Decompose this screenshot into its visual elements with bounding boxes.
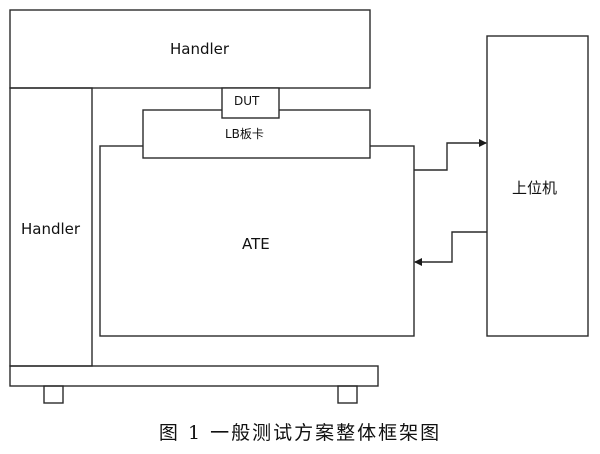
handler-top-label: Handler xyxy=(170,40,230,58)
right-foot xyxy=(337,385,358,404)
arrow-ate-to-host xyxy=(414,139,487,171)
host-box xyxy=(486,35,589,337)
left-foot xyxy=(43,385,64,404)
dut-box xyxy=(221,87,280,119)
handler-left-label: Handler xyxy=(21,220,81,238)
arrow-host-to-ate xyxy=(414,231,487,266)
handler-top-box xyxy=(9,9,371,89)
figure-caption: 图 1 一般测试方案整体框架图 xyxy=(158,422,442,444)
loadboard-label: LB板卡 xyxy=(225,127,264,141)
host-label: 上位机 xyxy=(512,179,558,197)
base-plate xyxy=(9,365,379,387)
ate-label: ATE xyxy=(242,235,270,253)
dut-label: DUT xyxy=(234,94,260,108)
